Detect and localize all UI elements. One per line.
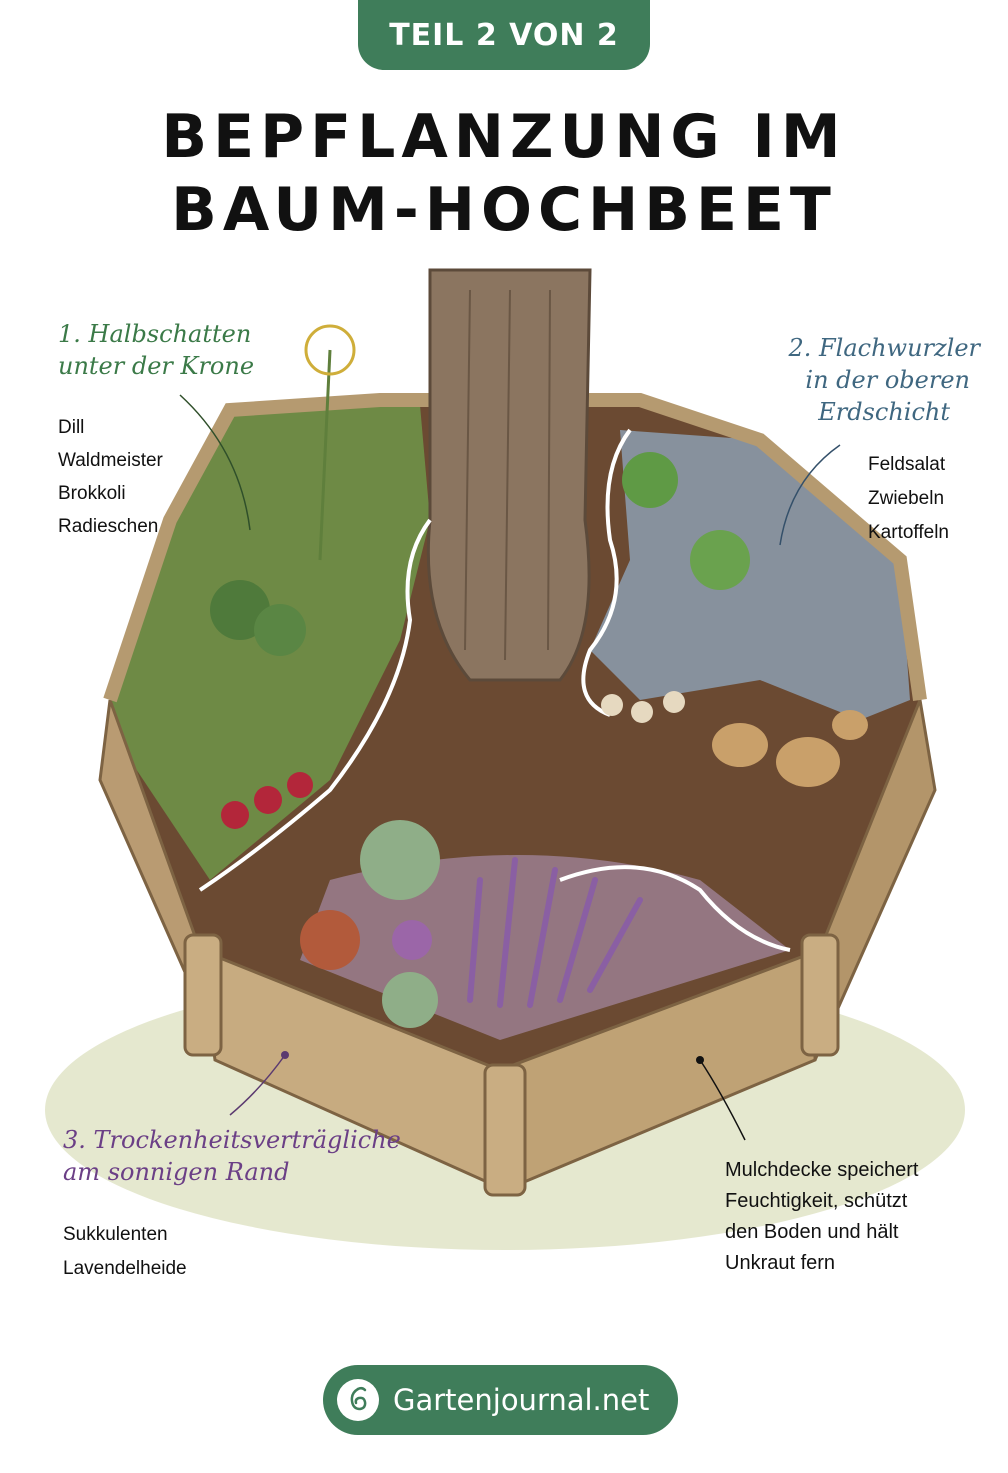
callout-mulch (699, 1059, 746, 1141)
callout-mulch-dot (696, 1056, 704, 1064)
zone3-title: 3. Trockenheitsverträgliche am sonnigen … (63, 1124, 401, 1188)
dill-flower (304, 324, 356, 376)
page-title-line2: BAUM-HOCHBEET (171, 175, 837, 245)
succulent (360, 820, 440, 900)
zone3-title-line2: am sonnigen Rand (63, 1158, 290, 1186)
zone2-title-line2: in der oberen (805, 366, 970, 394)
zone2-boundary (581, 428, 632, 717)
zone3-title-line1: 3. Trockenheitsverträgliche (63, 1126, 401, 1154)
zone3-boundary (559, 865, 791, 952)
onion (601, 694, 623, 716)
zone3-plant: Lavendelheide (63, 1258, 187, 1279)
zone1-plant: Waldmeister (58, 450, 163, 471)
succulent (382, 972, 438, 1028)
trunk-texture (464, 289, 551, 661)
radish (287, 772, 313, 798)
mulch-note-line: Feuchtigkeit, schützt (725, 1190, 908, 1212)
lettuce (690, 530, 750, 590)
zone1-plant: Brokkoli (58, 483, 126, 504)
mulch-note-line: Unkraut fern (725, 1252, 836, 1274)
succulent (300, 910, 360, 970)
zone2-plant: Feldsalat (868, 454, 946, 475)
zone2-title-line1: 2. Flachwurzler (788, 334, 980, 362)
zone1-title-line2: unter der Krone (58, 352, 255, 380)
potato (832, 710, 868, 740)
dill-stem (318, 349, 332, 561)
radish (221, 801, 249, 829)
zone2-title: 2. Flachwurzler in der oberen Erdschicht (780, 332, 980, 428)
radish (254, 786, 282, 814)
zone1-title-line1: 1. Halbschatten (58, 320, 252, 348)
part-badge: TEIL 2 VON 2 (358, 0, 650, 70)
callout-zone2 (779, 444, 841, 546)
zone2-plant: Kartoffeln (868, 522, 949, 543)
zone2-title-line3: Erdschicht (818, 398, 950, 426)
mulch-note: Mulchdecke speichert Feuchtigkeit, schüt… (725, 1155, 965, 1279)
post (483, 1063, 527, 1197)
page-title-line1: BEPFLANZUNG IM (161, 102, 847, 172)
post (800, 933, 840, 1057)
mulch-note-line: Mulchdecke speichert (725, 1159, 919, 1181)
potato (712, 723, 768, 767)
potato (776, 737, 840, 787)
brand-footer[interactable]: Gartenjournal.net (323, 1365, 678, 1435)
succulent (392, 920, 432, 960)
snail-leaf-icon (337, 1379, 379, 1421)
zone1-plant: Radieschen (58, 516, 159, 537)
zone2-plant: Zwiebeln (868, 488, 945, 509)
brand-name: Gartenjournal.net (393, 1383, 650, 1417)
post (183, 933, 223, 1057)
mulch-note-line: den Boden und hält (725, 1221, 899, 1243)
onion (631, 701, 653, 723)
callout-zone1 (179, 394, 251, 531)
broccoli (254, 604, 306, 656)
zone3-plant: Sukkulenten (63, 1224, 168, 1245)
lettuce (622, 452, 678, 508)
zone1-boundary (198, 518, 432, 892)
zone1-title: 1. Halbschatten unter der Krone (58, 318, 254, 382)
callout-zone3-dot (281, 1051, 289, 1059)
callout-zone3 (229, 1054, 286, 1116)
lavender-heather (467, 857, 643, 1008)
onion (663, 691, 685, 713)
zone1-plant: Dill (58, 417, 85, 438)
